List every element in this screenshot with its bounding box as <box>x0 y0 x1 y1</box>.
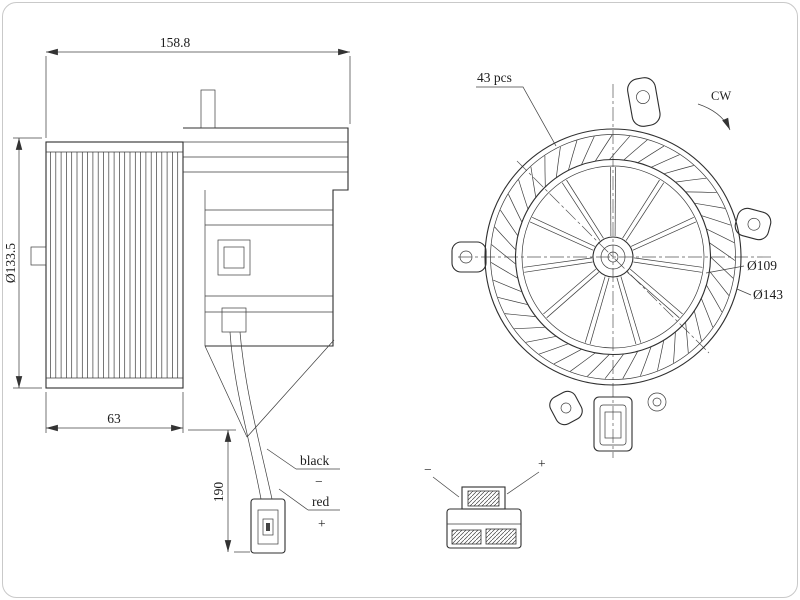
dim-wheel-width-label: 63 <box>107 411 121 426</box>
side-view: 158.8 Ø133.5 63 190 black − <box>3 35 351 554</box>
front-annotations: 43 pcs CW Ø109 Ø143 <box>476 70 783 302</box>
fan-cage-ribs <box>50 152 179 378</box>
connector-detail: − + <box>424 456 546 549</box>
dim-wheel-width: 63 <box>45 392 184 433</box>
centerlines <box>458 84 772 458</box>
scroll-outlet <box>204 339 335 438</box>
wire-labels: black − red + <box>266 448 340 531</box>
front-connector <box>593 396 633 452</box>
fan-cage-outline <box>30 141 184 389</box>
motor-housing <box>183 89 349 438</box>
dim-blade-inner-label: Ø109 <box>747 258 777 273</box>
spoke-web <box>523 166 703 345</box>
wire-plug <box>250 498 286 554</box>
wire-black-polarity: − <box>315 474 323 489</box>
dim-wire-length-label: 190 <box>211 482 226 503</box>
dim-wire-length: 190 <box>188 429 250 553</box>
blade-count-label: 43 pcs <box>477 70 512 85</box>
connector-body <box>446 486 522 549</box>
front-view: 43 pcs CW Ø109 Ø143 <box>451 70 783 458</box>
dim-total-length: 158.8 <box>45 35 351 138</box>
wire-exit-block <box>221 307 247 333</box>
resistor-block <box>217 239 251 276</box>
wire-red-label: red <box>312 494 329 509</box>
dim-total-length-label: 158.8 <box>160 35 191 50</box>
dim-blade-outer-label: Ø143 <box>753 287 783 302</box>
connector-negative-label: − <box>424 462 432 477</box>
mounting-tabs <box>451 77 772 426</box>
shaft-stub <box>30 246 47 266</box>
hub <box>592 236 634 278</box>
connector-positive-label: + <box>538 456 546 471</box>
wire-black-label: black <box>300 453 329 468</box>
motor-wires <box>229 331 273 500</box>
cw-arrow <box>697 103 731 131</box>
dim-wheel-diameter-label: Ø133.5 <box>3 243 18 283</box>
blade-ring <box>490 134 736 379</box>
dim-wheel-diameter: Ø133.5 <box>3 137 42 389</box>
mounting-post <box>200 89 216 129</box>
wire-red-polarity: + <box>318 516 326 531</box>
rotation-label: CW <box>711 89 731 103</box>
